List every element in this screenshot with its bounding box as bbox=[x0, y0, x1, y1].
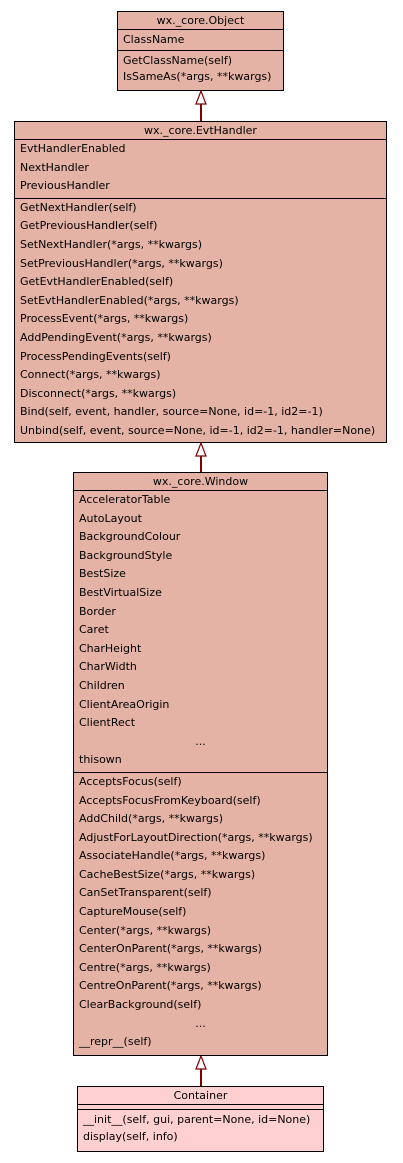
class-title: wx._core.EvtHandler bbox=[15, 122, 386, 140]
methods-section: __init__(self, gui, parent=None, id=None… bbox=[78, 1110, 323, 1147]
attribute-item: AutoLayout bbox=[79, 511, 142, 525]
methods-section: GetNextHandler(self) GetPreviousHandler(… bbox=[15, 199, 386, 443]
attributes-section: AcceleratorTable AutoLayout BackgroundCo… bbox=[74, 491, 327, 773]
method-item: AdjustForLayoutDirection(*args, **kwargs… bbox=[79, 830, 313, 844]
attribute-item: NextHandler bbox=[20, 160, 89, 174]
method-item: SetNextHandler(*args, **kwargs) bbox=[20, 237, 203, 251]
attribute-item: BestVirtualSize bbox=[79, 585, 162, 599]
attribute-item: Children bbox=[79, 678, 125, 692]
method-item: IsSameAs(*args, **kwargs) bbox=[123, 70, 272, 83]
method-item: __repr__(self) bbox=[79, 1035, 152, 1049]
method-item: AcceptsFocusFromKeyboard(self) bbox=[79, 793, 261, 807]
method-item: GetNextHandler(self) bbox=[20, 200, 137, 214]
method-item: ClearBackground(self) bbox=[79, 998, 202, 1012]
method-item: GetEvtHandlerEnabled(self) bbox=[20, 275, 174, 289]
attribute-item: CharWidth bbox=[79, 660, 137, 674]
class-box-container: Container __init__(self, gui, parent=Non… bbox=[77, 1086, 324, 1152]
methods-section: AcceptsFocus(self) AcceptsFocusFromKeybo… bbox=[74, 773, 327, 1054]
method-item: CentreOnParent(*args, **kwargs) bbox=[79, 979, 262, 993]
attribute-item: BackgroundColour bbox=[79, 530, 181, 544]
attribute-item: EvtHandlerEnabled bbox=[20, 142, 126, 155]
method-item: Centre(*args, **kwargs) bbox=[79, 960, 211, 974]
method-item: AddChild(*args, **kwargs) bbox=[79, 812, 224, 826]
method-item: SetPreviousHandler(*args, **kwargs) bbox=[20, 256, 223, 270]
method-item: Connect(*args, **kwargs) bbox=[20, 368, 161, 382]
class-title: wx._core.Window bbox=[74, 473, 327, 491]
attribute-item: Caret bbox=[79, 623, 109, 637]
class-box-evthandler: wx._core.EvtHandler EvtHandlerEnabled Ne… bbox=[14, 121, 387, 443]
method-item: ProcessPendingEvents(self) bbox=[20, 349, 171, 363]
attribute-item: thisown bbox=[79, 753, 122, 767]
inheritance-arrow-evthandler-object bbox=[195, 89, 207, 105]
method-item: CacheBestSize(*args, **kwargs) bbox=[79, 867, 256, 881]
methods-ellipsis: ... bbox=[195, 1016, 206, 1030]
attributes-section bbox=[78, 1105, 323, 1110]
attribute-item: Border bbox=[79, 604, 116, 618]
attribute-item: BestSize bbox=[79, 567, 126, 581]
method-item: AcceptsFocus(self) bbox=[79, 774, 182, 788]
attribute-item: AcceleratorTable bbox=[79, 493, 171, 506]
method-item: SetEvtHandlerEnabled(*args, **kwargs) bbox=[20, 293, 239, 307]
attribute-item: BackgroundStyle bbox=[79, 548, 173, 562]
attributes-section: ClassName bbox=[118, 30, 283, 51]
class-title: Container bbox=[78, 1087, 323, 1105]
class-title: wx._core.Object bbox=[118, 12, 283, 30]
attributes-ellipsis: ... bbox=[195, 734, 206, 748]
attributes-section: EvtHandlerEnabled NextHandler PreviousHa… bbox=[15, 140, 386, 199]
attribute-item: ClientAreaOrigin bbox=[79, 697, 170, 711]
class-box-window: wx._core.Window AcceleratorTable AutoLay… bbox=[73, 472, 328, 1056]
method-item: AssociateHandle(*args, **kwargs) bbox=[79, 849, 266, 863]
method-item: __init__(self, gui, parent=None, id=None… bbox=[83, 1113, 311, 1126]
method-item: Bind(self, event, handler, source=None, … bbox=[20, 405, 323, 419]
method-item: CaptureMouse(self) bbox=[79, 905, 187, 919]
class-box-object: wx._core.Object ClassName GetClassName(s… bbox=[117, 11, 284, 91]
method-item: Disconnect(*args, **kwargs) bbox=[20, 386, 177, 400]
method-item: CanSetTransparent(self) bbox=[79, 886, 212, 900]
attribute-item: ClientRect bbox=[79, 716, 136, 730]
method-item: Unbind(self, event, source=None, id=-1, … bbox=[20, 423, 376, 437]
inheritance-arrow-container-window bbox=[195, 1054, 207, 1070]
attribute-item: CharHeight bbox=[79, 641, 142, 655]
method-item: Center(*args, **kwargs) bbox=[79, 923, 212, 937]
method-item: ProcessEvent(*args, **kwargs) bbox=[20, 312, 189, 326]
method-item: GetClassName(self) bbox=[123, 54, 233, 67]
inheritance-arrow-window-evthandler bbox=[195, 441, 207, 457]
method-item: display(self, info) bbox=[83, 1130, 178, 1143]
method-item: GetPreviousHandler(self) bbox=[20, 219, 158, 233]
method-item: AddPendingEvent(*args, **kwargs) bbox=[20, 330, 212, 344]
methods-section: GetClassName(self) IsSameAs(*args, **kwa… bbox=[118, 51, 283, 87]
attribute-item: PreviousHandler bbox=[20, 179, 110, 193]
method-item: CenterOnParent(*args, **kwargs) bbox=[79, 942, 262, 956]
attribute-item: ClassName bbox=[123, 33, 185, 46]
